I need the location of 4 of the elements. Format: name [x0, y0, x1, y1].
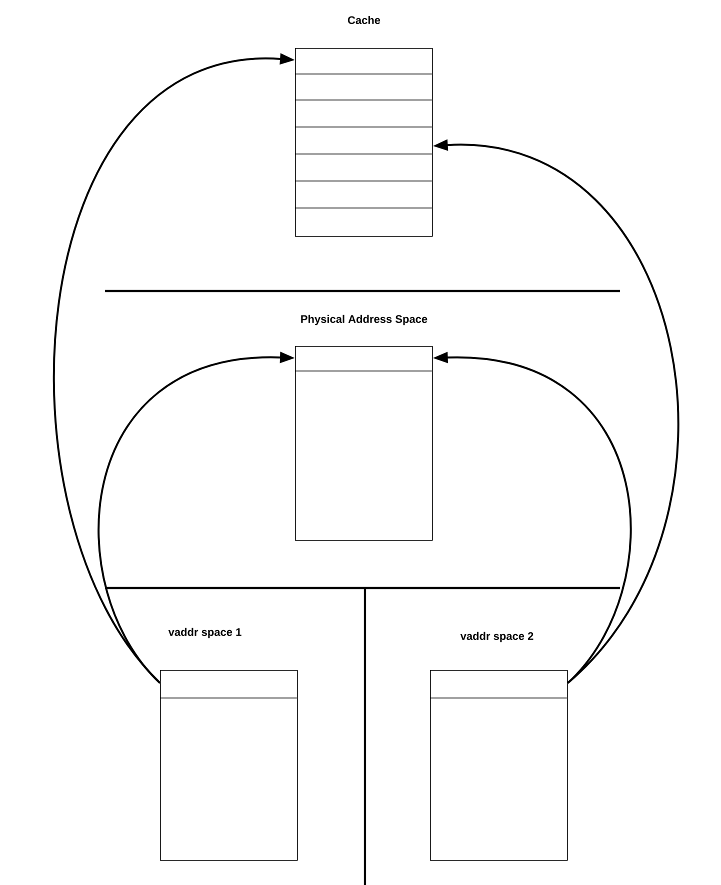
box-heading: vaddr space 1 — [168, 628, 242, 638]
box-heading: vaddr space 2 — [460, 632, 534, 642]
box-heading: Cache — [348, 16, 380, 24]
box-heading: Physical Address Space — [301, 314, 428, 326]
